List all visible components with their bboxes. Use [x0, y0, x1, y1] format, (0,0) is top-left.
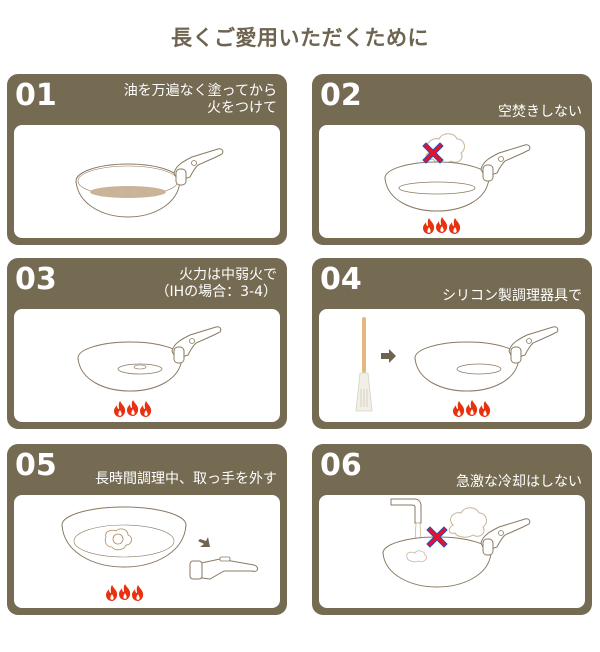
step-number: 01 — [15, 78, 57, 113]
step-number: 05 — [15, 448, 57, 483]
pan-handle-icon — [508, 326, 559, 364]
low-flame-pan-illustration — [77, 326, 222, 422]
pan-handle-icon — [171, 326, 222, 364]
illustration-panel — [319, 495, 585, 608]
care-card-03: 03 火力は中弱火で （IHの場合：3-4） — [7, 258, 287, 429]
illustration-panel — [319, 125, 585, 238]
pan-handle-icon — [173, 148, 224, 186]
step-caption: 火力は中弱火で （IHの場合：3-4） — [155, 267, 277, 300]
step-caption: シリコン製調理器具で — [442, 288, 582, 304]
empty-pan-illustration — [384, 133, 531, 238]
care-card-04: 04 シリコン製調理器具で — [312, 258, 592, 429]
flame-icon — [114, 400, 151, 417]
faucet-icon — [390, 498, 422, 524]
step-number: 03 — [15, 262, 57, 297]
illustration-panel — [14, 309, 280, 422]
sudden-cooling-illustration — [382, 498, 531, 588]
flame-icon — [423, 217, 460, 234]
pan-with-oil-illustration — [75, 148, 224, 218]
steam-icon — [448, 507, 487, 538]
page-title: 長くご愛用いただくために — [171, 26, 429, 50]
step-caption: 長時間調理中、取っ手を外す — [95, 471, 277, 487]
care-card-01: 01 油を万遍なく塗ってから 火をつけて — [7, 74, 287, 245]
step-number: 04 — [320, 262, 362, 297]
care-card-02: 02 空焚きしない — [312, 74, 592, 245]
flame-icon — [453, 400, 490, 417]
spatula-icon — [355, 317, 373, 412]
pan-handle-icon — [480, 518, 531, 556]
illustration-panel — [14, 125, 280, 238]
care-card-05: 05 長時間調理中、取っ手を外す — [7, 444, 287, 615]
illustration-panel — [319, 309, 585, 422]
detached-handle-icon — [189, 556, 259, 580]
fried-egg-icon — [104, 528, 132, 551]
flame-icon — [106, 584, 143, 601]
step-number: 06 — [320, 448, 362, 483]
splash-icon — [406, 550, 427, 563]
step-caption: 空焚きしない — [498, 104, 582, 120]
remove-handle-illustration — [61, 506, 259, 608]
care-card-06: 06 急激な冷却はしない — [312, 444, 592, 615]
pan-handle-icon — [480, 144, 531, 182]
arrow-down-right-icon — [198, 537, 210, 547]
step-caption: 油を万遍なく塗ってから 火をつけて — [123, 83, 277, 116]
step-caption: 急激な冷却はしない — [456, 474, 582, 490]
silicone-spatula-illustration — [355, 317, 559, 422]
arrow-right-icon — [381, 349, 396, 363]
illustration-panel — [14, 495, 280, 608]
step-number: 02 — [320, 78, 362, 113]
